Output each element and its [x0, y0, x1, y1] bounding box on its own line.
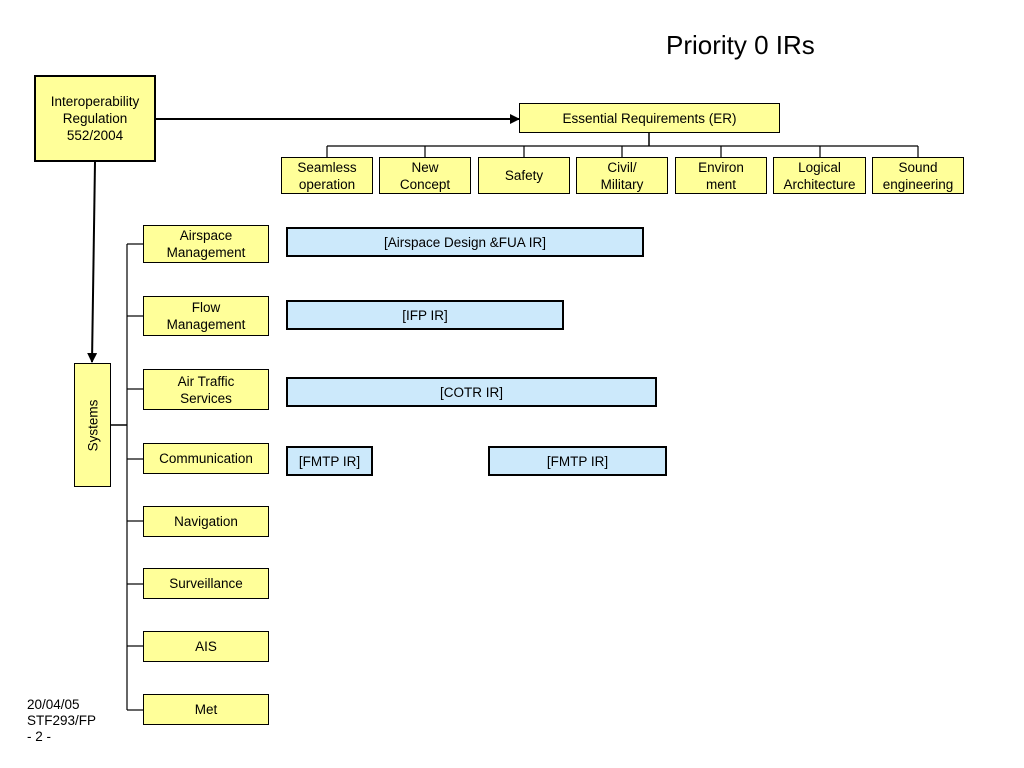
footer: 20/04/05 STF293/FP - 2 -	[27, 697, 96, 745]
er-item-environment: Environ ment	[675, 157, 767, 194]
footer-page-number: - 2 -	[27, 729, 52, 744]
ir-airspace-design-fua: [Airspace Design &FUA IR]	[286, 227, 644, 257]
page-title: Priority 0 IRs	[666, 30, 815, 60]
system-item-met: Met	[143, 694, 269, 725]
footer-date: 20/04/05	[27, 697, 80, 712]
systems-label: Systems	[85, 399, 101, 451]
er-item-seamless-operation: Seamless operation	[281, 157, 373, 194]
er-item-sound-engineering: Sound engineering	[872, 157, 964, 194]
system-item-surveillance: Surveillance	[143, 568, 269, 599]
system-item-airspace-management: Airspace Management	[143, 225, 269, 263]
system-item-air-traffic-services: Air Traffic Services	[143, 369, 269, 410]
system-item-navigation: Navigation	[143, 506, 269, 537]
regulation-to-systems-arrow	[87, 161, 98, 363]
er-item-logical-architecture: Logical Architecture	[773, 157, 866, 194]
er-item-new-concept: New Concept	[379, 157, 471, 194]
regulation-box: Interoperability Regulation 552/2004	[34, 75, 156, 162]
ir-ifp: [IFP IR]	[286, 300, 564, 330]
footer-ref: STF293/FP	[27, 713, 97, 728]
system-item-flow-management: Flow Management	[143, 296, 269, 336]
ir-fmtp-left: [FMTP IR]	[286, 446, 373, 476]
system-item-ais: AIS	[143, 631, 269, 662]
er-item-safety: Safety	[478, 157, 570, 194]
system-item-communication: Communication	[143, 443, 269, 474]
ir-cotr: [COTR IR]	[286, 377, 657, 407]
essential-requirements-box: Essential Requirements (ER)	[519, 103, 780, 133]
ir-fmtp-right: [FMTP IR]	[488, 446, 667, 476]
er-item-civil-military: Civil/ Military	[576, 157, 668, 194]
systems-box: Systems	[74, 363, 111, 487]
